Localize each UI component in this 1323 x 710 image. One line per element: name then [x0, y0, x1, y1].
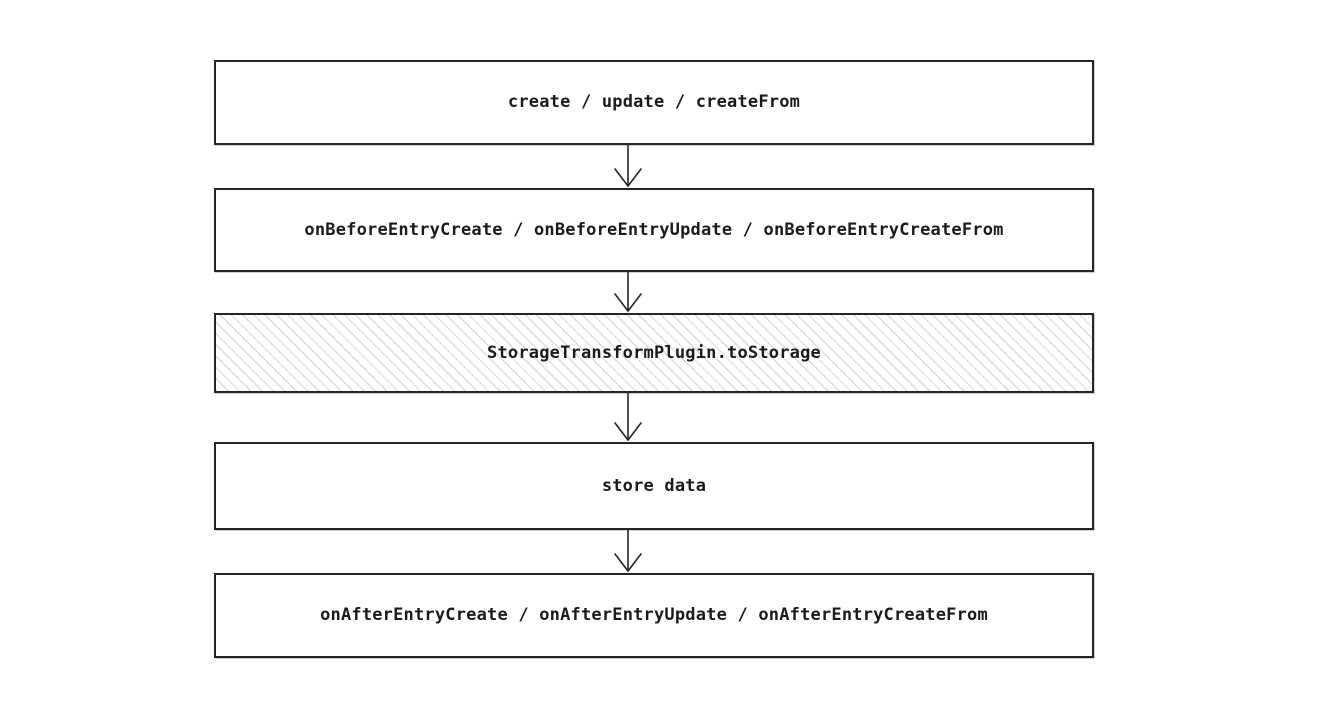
flow-arrow-create-to-before-hooks	[0, 145, 1323, 188]
arrowhead-icon	[614, 293, 642, 313]
arrow-svg	[614, 272, 642, 313]
flow-arrow-storage-transform-to-store-data	[0, 393, 1323, 442]
arrow-svg	[614, 145, 642, 188]
arrowhead-icon	[614, 422, 642, 442]
flow-node-storage-transform-plugin-tostorage[interactable]: StorageTransformPlugin.toStorage	[214, 313, 1094, 393]
arrow-svg	[614, 530, 642, 573]
flow-node-label: onAfterEntryCreate / onAfterEntryUpdate …	[320, 605, 988, 626]
flow-node-create-update-createfrom[interactable]: create / update / createFrom	[214, 60, 1094, 145]
arrowhead-icon	[614, 168, 642, 188]
flow-arrow-before-hooks-to-storage-transform	[0, 272, 1323, 313]
flow-arrow-store-data-to-after-hooks	[0, 530, 1323, 573]
arrowhead-icon	[614, 553, 642, 573]
flow-node-label: StorageTransformPlugin.toStorage	[487, 342, 821, 363]
arrow-svg	[614, 393, 642, 442]
flow-node-label: onBeforeEntryCreate / onBeforeEntryUpdat…	[304, 219, 1004, 240]
flow-node-before-entry-hooks[interactable]: onBeforeEntryCreate / onBeforeEntryUpdat…	[214, 188, 1094, 272]
flow-node-store-data[interactable]: store data	[214, 442, 1094, 530]
flow-node-label: store data	[601, 475, 707, 496]
flow-node-label: create / update / createFrom	[507, 92, 801, 113]
flow-node-after-entry-hooks[interactable]: onAfterEntryCreate / onAfterEntryUpdate …	[214, 573, 1094, 658]
